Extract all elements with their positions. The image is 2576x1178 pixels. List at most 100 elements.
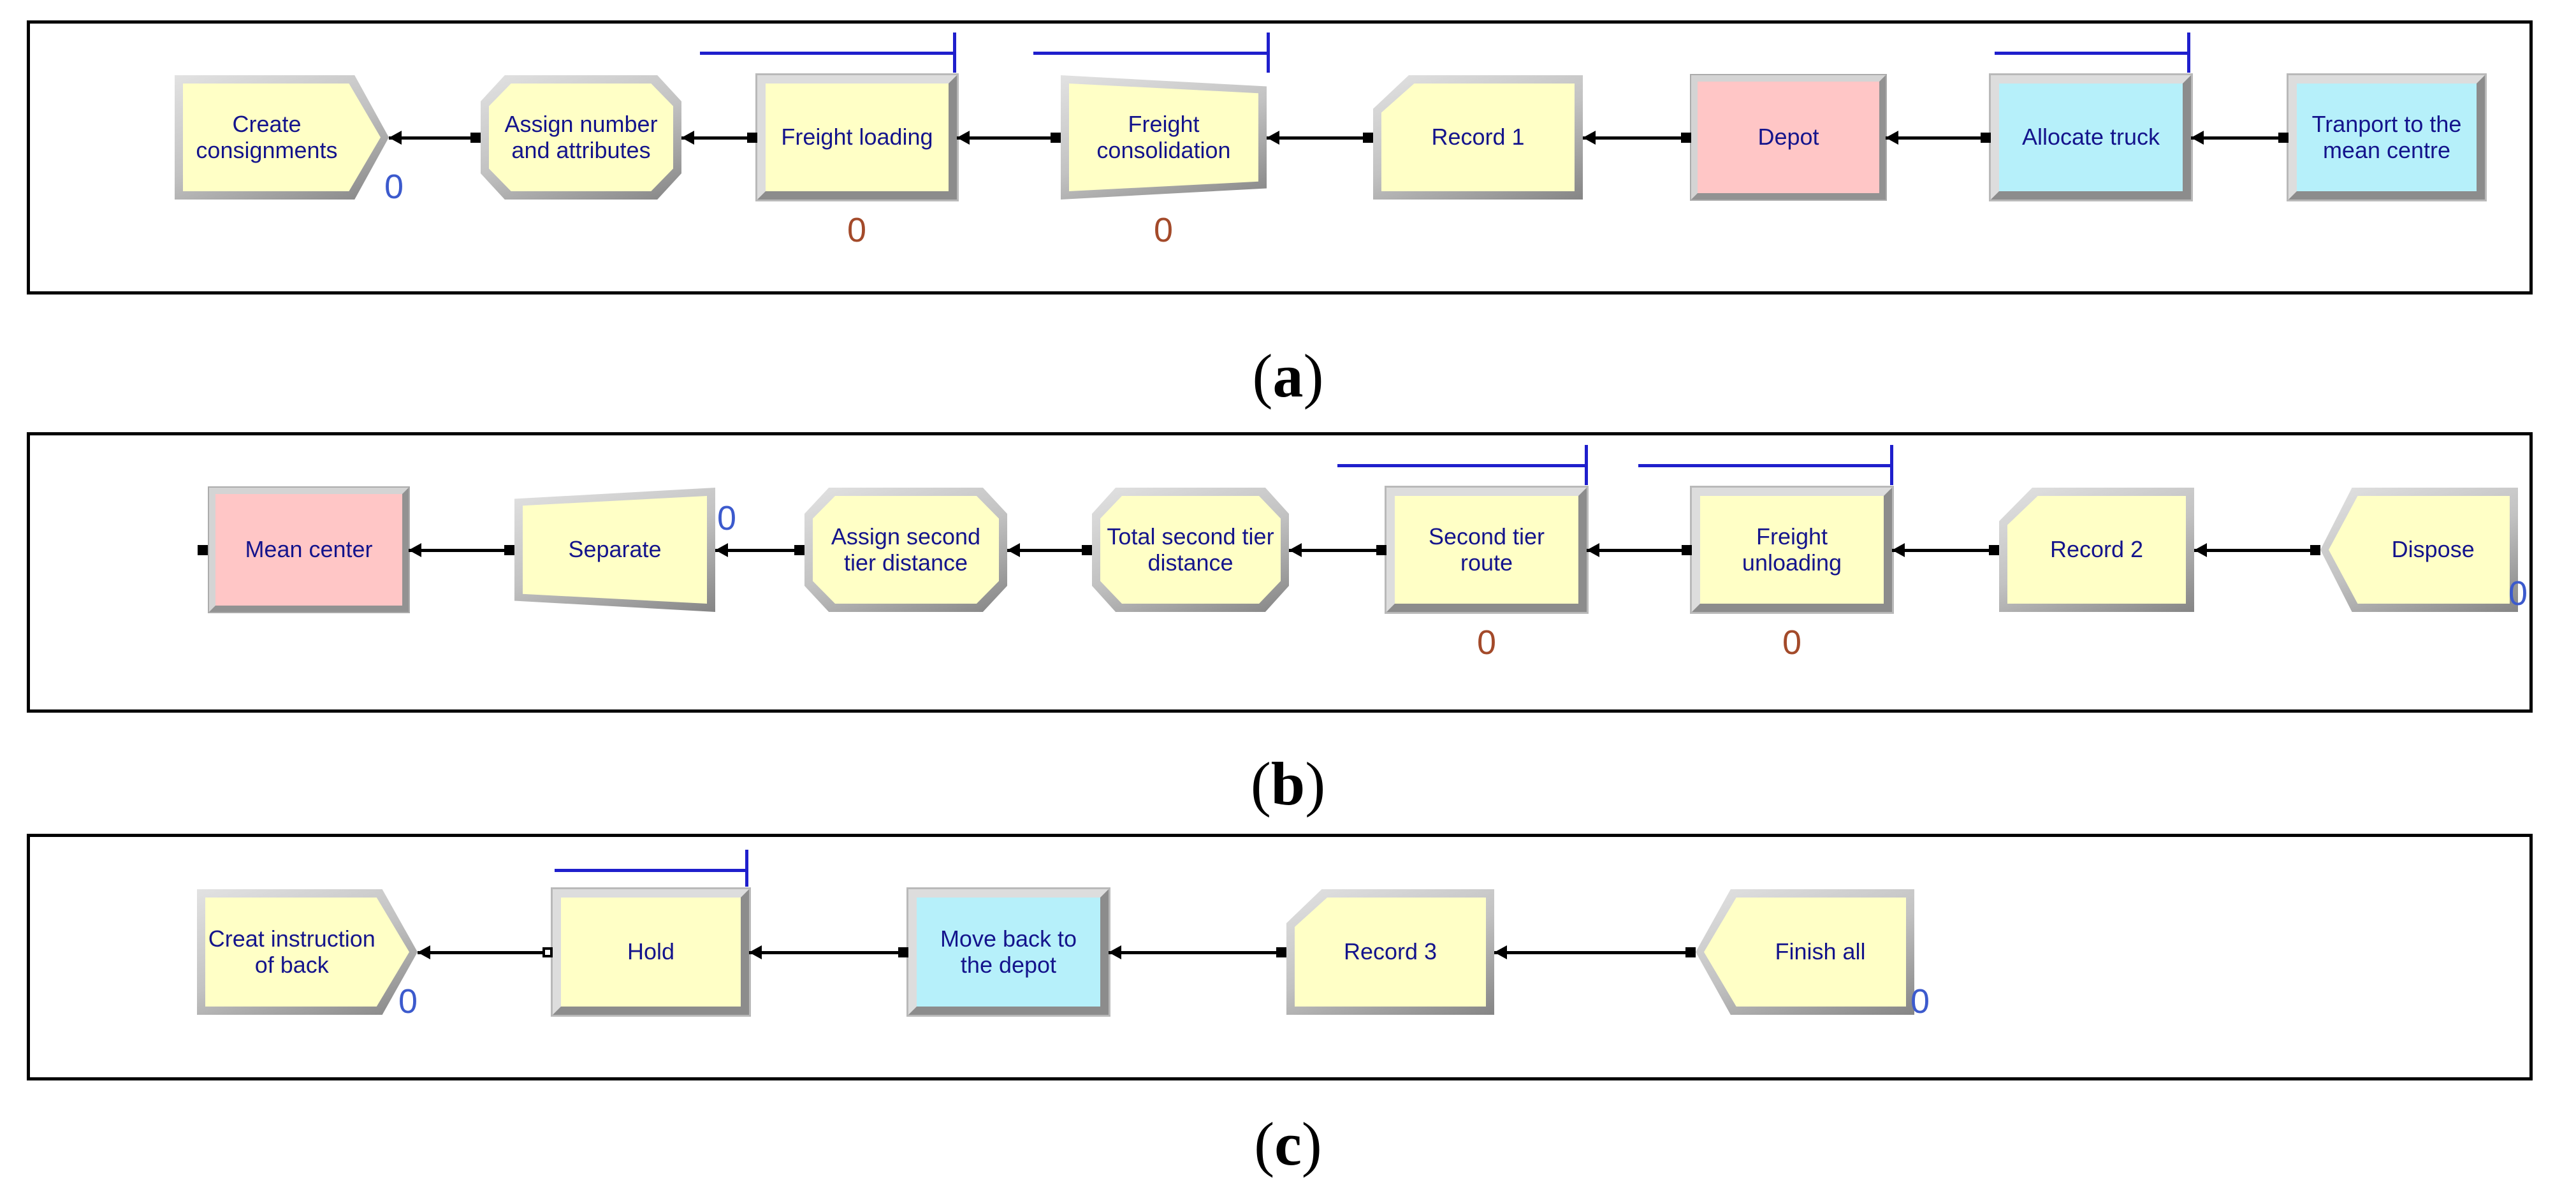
connector-exit-arrow bbox=[389, 130, 402, 145]
block-assign-second-tier-distance[interactable]: Assign second tier distance bbox=[804, 488, 1007, 612]
counter-freight-loading: 0 bbox=[847, 211, 867, 249]
connector-exit-arrow bbox=[749, 945, 762, 959]
connector-entry-square bbox=[504, 544, 514, 555]
connector-entry-square bbox=[1981, 132, 1991, 143]
block-label-area: Separate bbox=[514, 488, 715, 612]
block-record-3[interactable]: Record 3 bbox=[1286, 889, 1494, 1015]
block-label-area: Mean center bbox=[215, 494, 402, 606]
block-label-area: Freight consolidation bbox=[1061, 75, 1267, 200]
block-label-area: Record 2 bbox=[1999, 488, 2194, 612]
block-hold[interactable]: Hold bbox=[553, 889, 749, 1015]
queue-line-allocate-truck bbox=[1995, 52, 2189, 55]
block-label: Second tier route bbox=[1428, 523, 1545, 576]
block-dispose[interactable]: Dispose bbox=[2320, 488, 2518, 612]
counter-creat-instruction-of-back: 0 bbox=[398, 982, 418, 1021]
caption-a-open: ( bbox=[1252, 342, 1273, 410]
queue-line-tick bbox=[1585, 445, 1588, 485]
assign-module-fill bbox=[813, 496, 999, 604]
block-separate[interactable]: Separate bbox=[514, 488, 715, 612]
caption-b-letter: b bbox=[1270, 750, 1306, 818]
connector-exit-arrow bbox=[1892, 542, 1905, 557]
connector-exit-arrow bbox=[715, 542, 728, 557]
assign-module-fill bbox=[1100, 496, 1281, 604]
connector-freight-loading-to-freight-consolidation bbox=[957, 136, 1061, 140]
block-tranport-to-the-mean-centre[interactable]: Tranport to the mean centre bbox=[2289, 75, 2485, 200]
block-allocate-truck[interactable]: Allocate truck bbox=[1991, 75, 2191, 200]
block-label-area: Assign number and attributes bbox=[481, 75, 681, 200]
queue-line-hold bbox=[555, 869, 747, 872]
block-total-second-tier-distance[interactable]: Total second tier distance bbox=[1092, 488, 1289, 612]
block-label-area: Second tier route bbox=[1395, 496, 1578, 604]
queue-line-freight-unloading bbox=[1638, 464, 1892, 467]
connector-exit-arrow bbox=[1494, 945, 1507, 959]
connector-entry-square bbox=[2310, 544, 2320, 555]
block-label: Create consignments bbox=[196, 110, 338, 163]
connector-move-back-to-the-depot-to-record-3 bbox=[1109, 950, 1286, 954]
block-label: Hold bbox=[627, 938, 675, 965]
block-move-back-to-the-depot[interactable]: Move back to the depot bbox=[908, 889, 1109, 1015]
block-record-2[interactable]: Record 2 bbox=[1999, 488, 2194, 612]
block-label: Separate bbox=[568, 536, 662, 563]
assign-module-fill bbox=[489, 84, 673, 191]
caption-a-close: ) bbox=[1303, 342, 1324, 410]
block-label: Tranport to the mean centre bbox=[2311, 110, 2462, 163]
connector-freight-consolidation-to-record-1 bbox=[1267, 136, 1373, 140]
connector-entry-square bbox=[1082, 544, 1092, 555]
counter-create-consignments: 0 bbox=[384, 168, 404, 206]
block-label: Dispose bbox=[2391, 536, 2475, 563]
connector-exit-arrow bbox=[957, 130, 970, 145]
block-label-area: Tranport to the mean centre bbox=[2297, 84, 2477, 191]
separate-module-fill bbox=[523, 496, 707, 604]
caption-c-open: ( bbox=[1254, 1110, 1275, 1178]
block-finish-all[interactable]: Finish all bbox=[1696, 889, 1914, 1015]
record-module-fill bbox=[2007, 496, 2186, 604]
block-label: Assign second tier distance bbox=[831, 523, 981, 576]
connector-assign-number-and-attributes-to-freight-loading bbox=[681, 136, 757, 140]
block-mean-center[interactable]: Mean center bbox=[209, 488, 409, 612]
connector-entry-square bbox=[1685, 947, 1696, 957]
block-label: Mean center bbox=[245, 536, 373, 563]
block-create-consignments[interactable]: Create consignments bbox=[175, 75, 389, 200]
block-label: Depot bbox=[1757, 124, 1819, 150]
counter-freight-unloading: 0 bbox=[1782, 623, 1802, 662]
connector-exit-arrow bbox=[418, 945, 430, 959]
block-depot[interactable]: Depot bbox=[1691, 75, 1886, 200]
block-freight-consolidation[interactable]: Freight consolidation bbox=[1061, 75, 1267, 200]
connector-exit-arrow bbox=[1587, 542, 1599, 557]
connector-exit-arrow bbox=[2194, 542, 2207, 557]
caption-c-letter: c bbox=[1274, 1110, 1302, 1178]
create-module-fill bbox=[183, 84, 381, 191]
caption-b-open: ( bbox=[1250, 750, 1271, 818]
block-label-area: Creat instruction of back bbox=[197, 889, 418, 1015]
connector-entry-square bbox=[1363, 132, 1373, 143]
queue-line-freight-loading bbox=[700, 52, 955, 55]
block-freight-unloading[interactable]: Freight unloading bbox=[1692, 488, 1892, 612]
batch-module-fill bbox=[1069, 84, 1258, 191]
connector-entry-square bbox=[898, 947, 908, 957]
queue-line-tick bbox=[2187, 33, 2190, 73]
block-label: Record 1 bbox=[1431, 124, 1525, 150]
block-label-area: Finish all bbox=[1696, 889, 1914, 1015]
connector-exit-arrow bbox=[1267, 130, 1279, 145]
connector-exit-arrow bbox=[409, 542, 421, 557]
block-label-area: Freight loading bbox=[766, 84, 949, 191]
connector-entry-square bbox=[1682, 544, 1692, 555]
caption-c-close: ) bbox=[1301, 1110, 1322, 1178]
connector-freight-unloading-to-record-2 bbox=[1892, 548, 1999, 552]
counter-dispose: 0 bbox=[2508, 574, 2528, 613]
block-assign-number-and-attributes[interactable]: Assign number and attributes bbox=[481, 75, 681, 200]
block-record-1[interactable]: Record 1 bbox=[1373, 75, 1583, 200]
connector-exit-arrow bbox=[1007, 542, 1020, 557]
connector-exit-arrow bbox=[1583, 130, 1596, 145]
connector-allocate-truck-to-tranport-to-the-mean-centre bbox=[2191, 136, 2289, 140]
block-freight-loading[interactable]: Freight loading bbox=[757, 75, 957, 200]
queue-line-freight-consolidation bbox=[1033, 52, 1269, 55]
record-module-fill bbox=[1295, 898, 1486, 1007]
block-second-tier-route[interactable]: Second tier route bbox=[1386, 488, 1587, 612]
connector-record-3-to-finish-all bbox=[1494, 950, 1696, 954]
caption-a-letter: a bbox=[1272, 342, 1304, 410]
block-creat-instruction-of-back[interactable]: Creat instruction of back bbox=[197, 889, 418, 1015]
block-label-area: Total second tier distance bbox=[1092, 488, 1289, 612]
connector-exit-arrow bbox=[681, 130, 694, 145]
counter-separate: 0 bbox=[717, 499, 737, 537]
